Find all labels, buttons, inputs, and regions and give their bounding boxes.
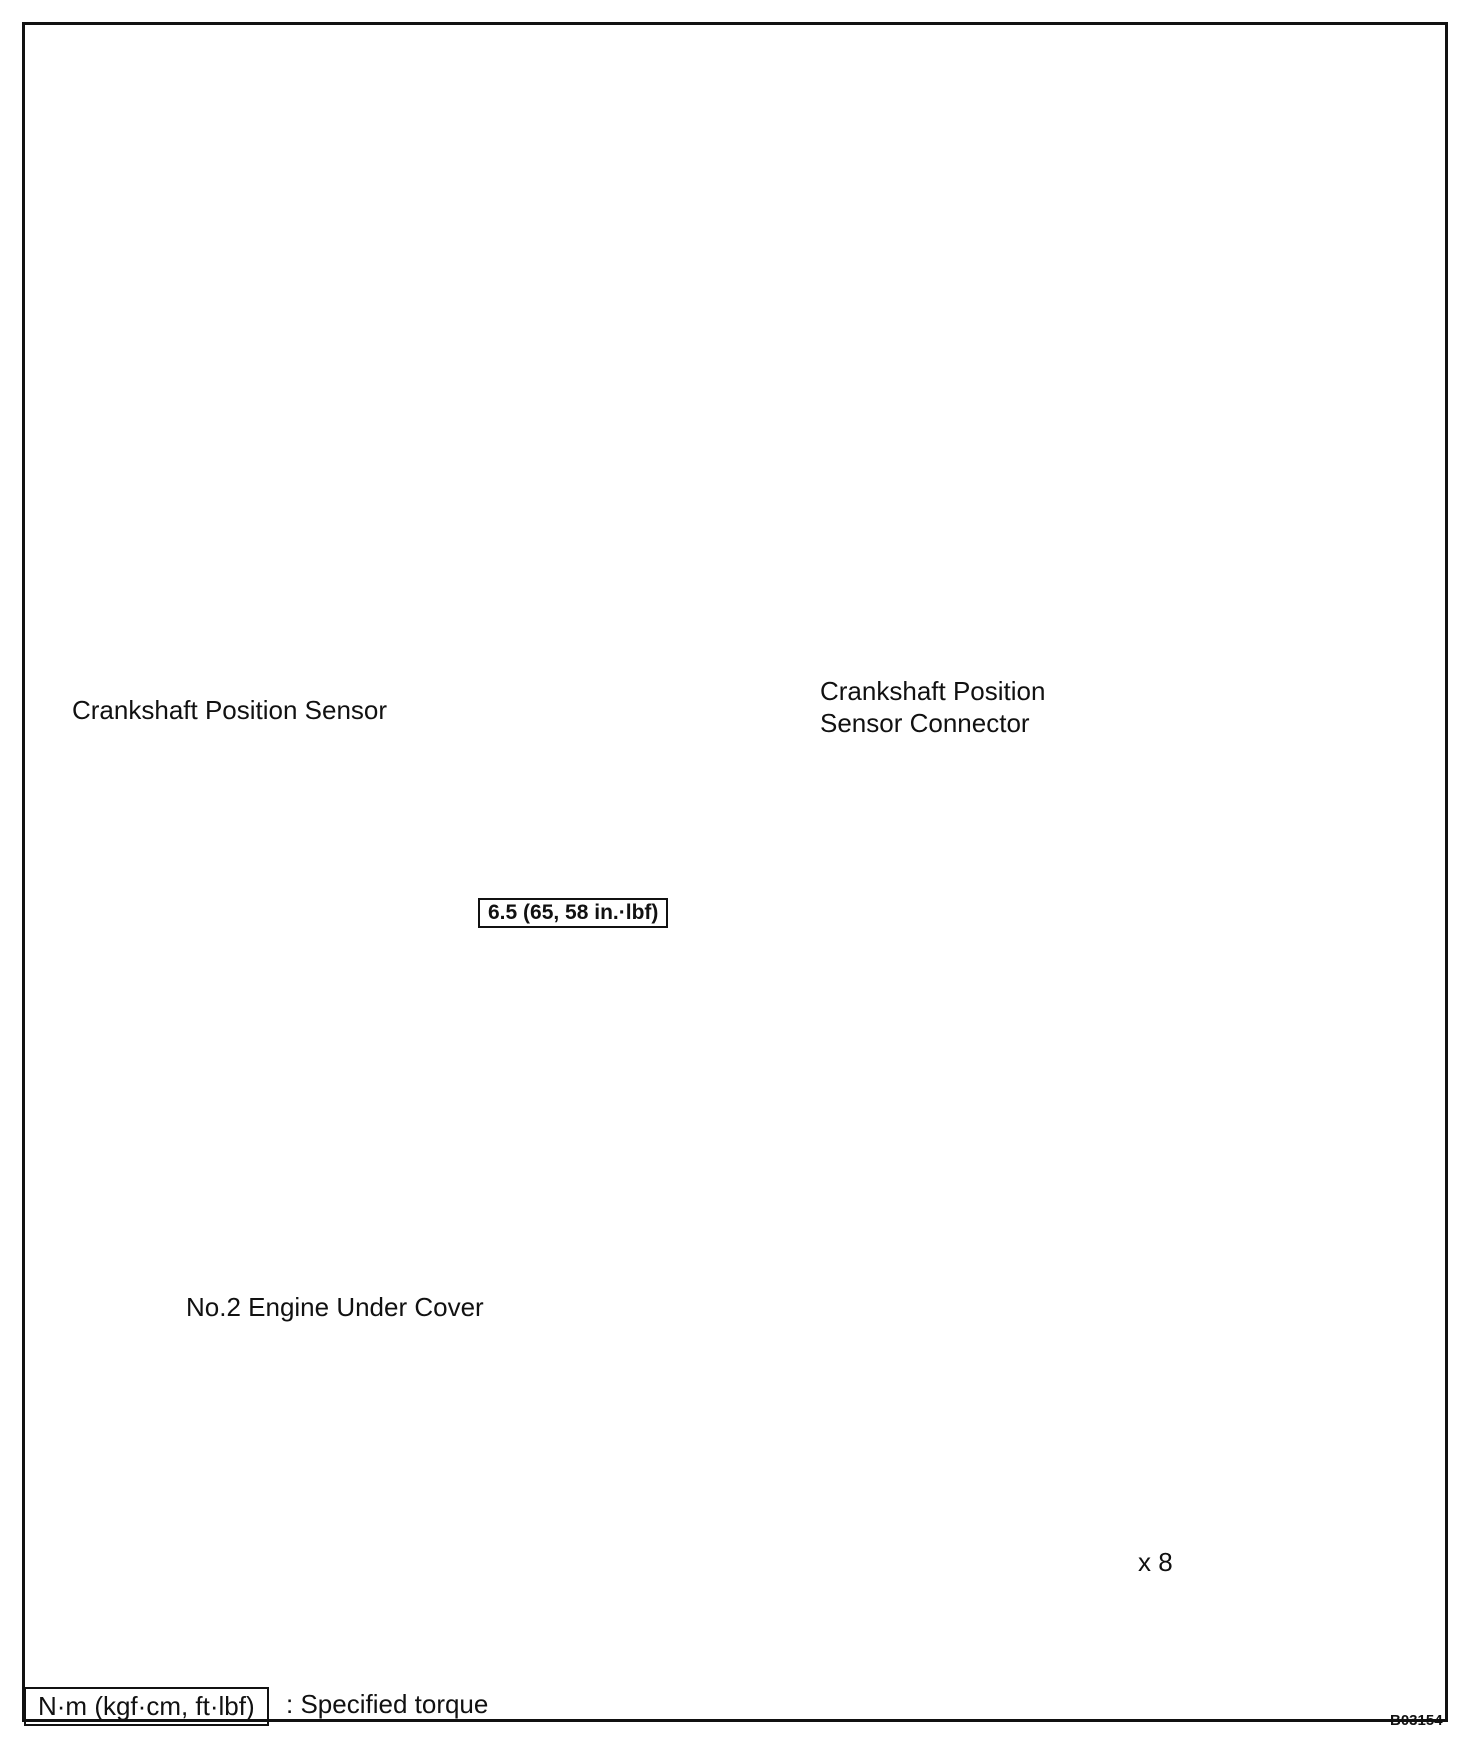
torque-spec-box: 6.5 (65, 58 in.·lbf) (478, 898, 669, 928)
label-bolt-qty: x 8 (1138, 1547, 1173, 1577)
label-crank-connector-line2: Sensor Connector (820, 708, 1030, 738)
legend-unit-box: N·m (kgf·cm, ft·lbf) (24, 1687, 269, 1726)
label-under-cover: No.2 Engine Under Cover (186, 1292, 484, 1322)
legend-description: : Specified torque (286, 1689, 489, 1719)
figure-code: B03154 (1390, 1712, 1443, 1729)
label-crank-connector-line1: Crankshaft Position (820, 676, 1046, 706)
diagram-frame (22, 22, 1448, 1722)
label-crank-sensor: Crankshaft Position Sensor (72, 695, 388, 725)
